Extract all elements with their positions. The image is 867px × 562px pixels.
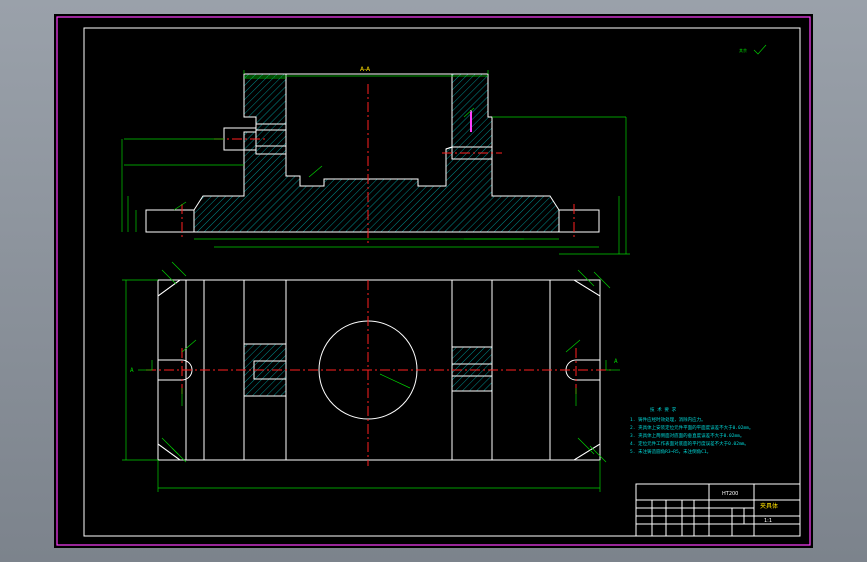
drawing-canvas: 其余 A-A bbox=[56, 16, 811, 546]
plan-dimensions bbox=[122, 261, 611, 492]
section-cut-left: A bbox=[130, 360, 153, 374]
roughness-note: 其余 bbox=[739, 47, 747, 53]
tech-req-line-3: 3. 夹具体上两侧面对底面的垂直度误差不大于0.02mm。 bbox=[630, 432, 744, 439]
bore-radius-leader bbox=[379, 373, 411, 389]
plan-right-hatch bbox=[451, 346, 493, 392]
tech-req-line-5: 5. 未注铸造圆角R3~R5，未注倒角C1。 bbox=[630, 448, 711, 455]
section-title: A-A bbox=[360, 66, 371, 73]
outer-frame bbox=[56, 16, 811, 546]
left-hole-slot-lower bbox=[255, 145, 287, 155]
left-foot-slot bbox=[145, 209, 195, 233]
tech-req-line-1: 1. 铸件应经时效处理，消除内应力。 bbox=[630, 416, 706, 423]
tech-req-title: 技 术 要 求 bbox=[650, 406, 677, 413]
roughness-symbol-icon bbox=[753, 44, 767, 55]
section-cut-right: A bbox=[605, 358, 620, 371]
section-cavity-outline bbox=[285, 74, 453, 187]
right-foot-slot bbox=[558, 209, 600, 233]
inner-frame bbox=[83, 27, 801, 537]
left-hole-slot bbox=[255, 123, 287, 131]
section-dimensions bbox=[121, 70, 630, 255]
tech-req-line-2: 2. 夹具体上安装定位元件平面的平面度误差不大于0.02mm。 bbox=[630, 424, 753, 431]
tech-req-line-4: 4. 定位元件工作表面对底面的平行度误差不大于0.02mm。 bbox=[630, 440, 749, 447]
drawing-sheet[interactable]: 其余 A-A bbox=[54, 14, 813, 548]
corner-chamfers bbox=[157, 279, 601, 461]
title-block-scale: 1:1 bbox=[764, 518, 772, 524]
title-block-material: HT200 bbox=[722, 491, 738, 497]
section-mark-right: A bbox=[614, 358, 618, 365]
section-body bbox=[193, 73, 560, 233]
title-block-part-name: 夹具体 bbox=[760, 502, 778, 510]
title-block: HT200 夹具体 1:1 bbox=[635, 483, 801, 537]
section-mark-left: A bbox=[130, 367, 134, 374]
